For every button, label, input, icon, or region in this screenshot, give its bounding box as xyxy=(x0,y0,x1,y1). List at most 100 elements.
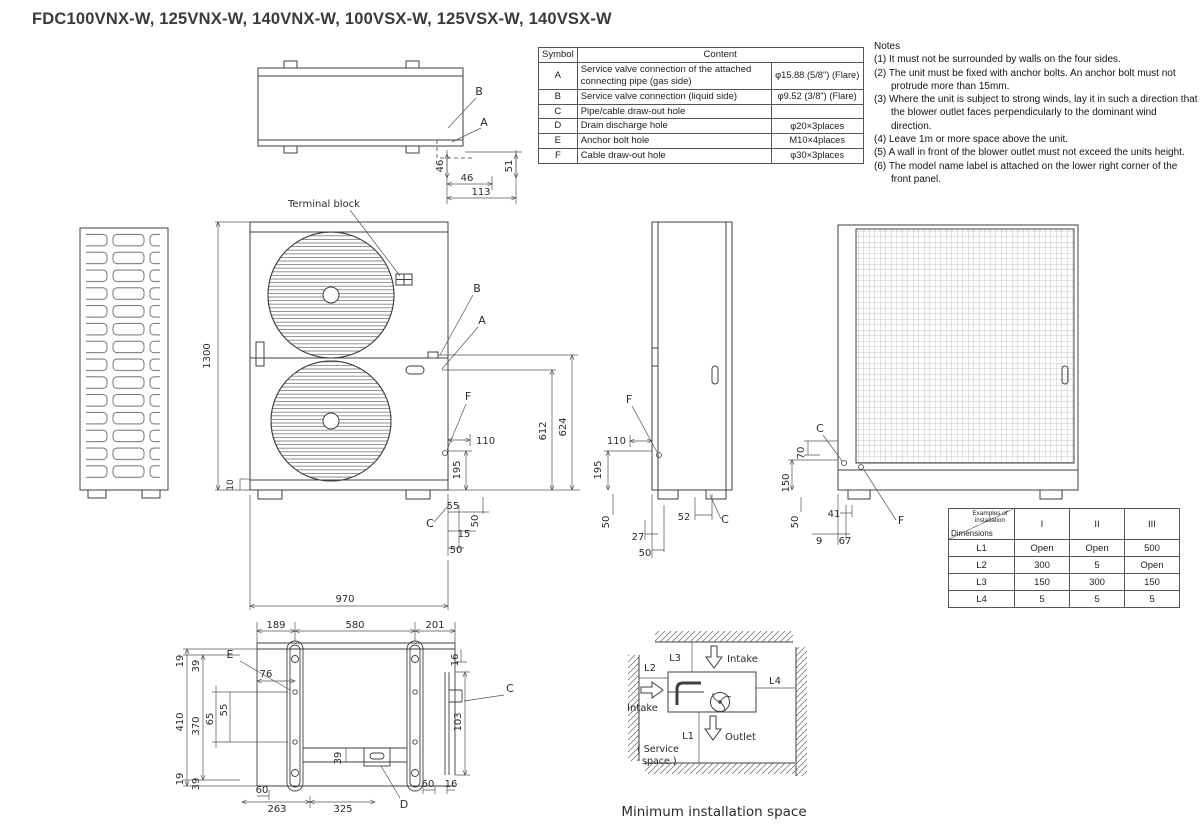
notes-block: Notes (1) It must not be surrounded by w… xyxy=(874,40,1198,186)
dim-325: 325 xyxy=(333,804,352,815)
label-c-back: C xyxy=(816,422,824,435)
intake-left-arrow-icon xyxy=(640,681,664,699)
symbol-cell: B xyxy=(538,88,578,105)
note-item: (2) The unit must be fixed with anchor b… xyxy=(874,67,1176,92)
pipe-elbow xyxy=(675,681,701,705)
dim-top-51: 51 xyxy=(504,160,515,173)
col-header-3: III xyxy=(1124,508,1180,540)
dim-19-top: 19 xyxy=(175,655,186,668)
label-c-front: C xyxy=(426,517,434,530)
dim-front-195: 195 xyxy=(452,460,463,479)
dim-16a: 16 xyxy=(450,654,461,667)
symbol-cell: F xyxy=(538,148,578,164)
dim-front-110: 110 xyxy=(476,436,495,447)
symbol-cell: C xyxy=(538,103,578,120)
dim-1300: 1300 xyxy=(202,343,213,368)
note-item: (6) The model name label is attached on … xyxy=(874,160,1178,185)
table-row: L2 300 5 Open xyxy=(948,556,1180,574)
cell: Open xyxy=(1124,556,1180,574)
cell: 5 xyxy=(1014,590,1070,608)
symbol-cell: A xyxy=(538,61,578,90)
dim-624: 624 xyxy=(558,417,569,436)
dim-60a: 60 xyxy=(256,785,269,796)
label-c-side: C xyxy=(721,513,729,526)
dim-top-113: 113 xyxy=(471,187,490,198)
table-row: D Drain discharge hole φ20×3places xyxy=(538,118,864,135)
intake-top-label: Intake xyxy=(727,654,758,665)
dim-189: 189 xyxy=(266,620,285,631)
service-space-line1: ( Service xyxy=(637,744,679,755)
top-view xyxy=(257,60,474,159)
table-row: A Service valve connection of the attach… xyxy=(538,61,864,90)
dim-side-195: 195 xyxy=(593,460,604,479)
dim-side-27: 27 xyxy=(632,532,645,543)
cell: 5 xyxy=(1069,590,1125,608)
label-l4: L4 xyxy=(769,676,781,687)
symbol-cell: D xyxy=(538,118,578,135)
outlet-label: Outlet xyxy=(725,732,756,743)
label-d-bottom: D xyxy=(400,798,408,811)
dim-103: 103 xyxy=(453,712,464,731)
dim-top-46-h: 46 xyxy=(461,173,474,184)
installation-examples-table: Examples of installation Dimensions I II… xyxy=(948,508,1180,608)
table-row: L4 5 5 5 xyxy=(948,590,1180,608)
corner-top-label: Examples of installation xyxy=(972,510,1008,525)
dim-19-bottom: 19 xyxy=(175,773,186,786)
table-row: E Anchor bolt hole M10×4places xyxy=(538,133,864,150)
symbol-cell: E xyxy=(538,133,578,150)
cell: 300 xyxy=(1014,556,1070,574)
side-view-right xyxy=(651,221,733,500)
row-label: L4 xyxy=(948,590,1015,608)
dim-580: 580 xyxy=(345,620,364,631)
dim-370: 370 xyxy=(191,716,202,735)
cell: Open xyxy=(1014,539,1070,557)
back-view xyxy=(837,224,1079,500)
spec-cell xyxy=(770,103,864,120)
col-header-1: I xyxy=(1014,508,1070,540)
content-cell: Cable draw-out hole xyxy=(576,148,772,164)
note-item: (4) Leave 1m or more space above the uni… xyxy=(874,134,1068,146)
dim-back-41: 41 xyxy=(828,509,841,520)
label-l3: L3 xyxy=(669,653,681,664)
dim-front-15: 15 xyxy=(458,529,471,540)
dim-16b: 16 xyxy=(445,779,458,790)
label-b-front: B xyxy=(473,282,481,295)
content-cell: Anchor bolt hole xyxy=(576,133,772,150)
row-label: L1 xyxy=(948,539,1015,557)
install-table-header: Examples of installation Dimensions I II… xyxy=(948,508,1180,540)
cell: 5 xyxy=(1124,590,1180,608)
label-f-back: F xyxy=(898,514,904,527)
dim-10: 10 xyxy=(226,479,236,491)
dim-612: 612 xyxy=(538,421,549,440)
dim-39-bottom: 39 xyxy=(191,778,202,791)
label-e-bottom: E xyxy=(227,648,234,661)
space-diagram-caption: Minimum installation space xyxy=(621,804,806,820)
dim-front-50a: 50 xyxy=(470,515,481,528)
dim-bottom-55: 55 xyxy=(219,704,230,717)
dim-76: 76 xyxy=(260,669,273,680)
dim-60b: 60 xyxy=(422,779,435,790)
spec-cell: φ15.88 (5/8") (Flare) xyxy=(770,61,864,90)
spec-cell: φ30×3places xyxy=(770,148,864,164)
label-a-top: A xyxy=(480,116,488,129)
row-label: L2 xyxy=(948,556,1015,574)
front-view xyxy=(249,221,449,500)
installation-space-diagram xyxy=(628,631,807,776)
drawing-text: 46 46 113 51 B A Terminal block 1300 10 … xyxy=(175,85,904,820)
dim-front-55: 55 xyxy=(447,501,460,512)
outlet-arrow-icon xyxy=(704,715,722,741)
content-cell: Drain discharge hole xyxy=(576,118,772,135)
content-cell: Service valve connection (liquid side) xyxy=(576,88,772,105)
cell: 500 xyxy=(1124,539,1180,557)
col-header-2: II xyxy=(1069,508,1125,540)
dim-front-50b: 50 xyxy=(450,545,463,556)
content-col-header: Content xyxy=(576,47,864,63)
label-b-top: B xyxy=(475,85,483,98)
note-item: (1) It must not be surrounded by walls o… xyxy=(874,54,1121,66)
dim-263: 263 xyxy=(267,804,286,815)
dim-back-50: 50 xyxy=(790,516,801,529)
spec-cell: M10×4places xyxy=(770,133,864,150)
table-row: L1 Open Open 500 xyxy=(948,539,1180,557)
notes-heading: Notes xyxy=(874,41,901,52)
